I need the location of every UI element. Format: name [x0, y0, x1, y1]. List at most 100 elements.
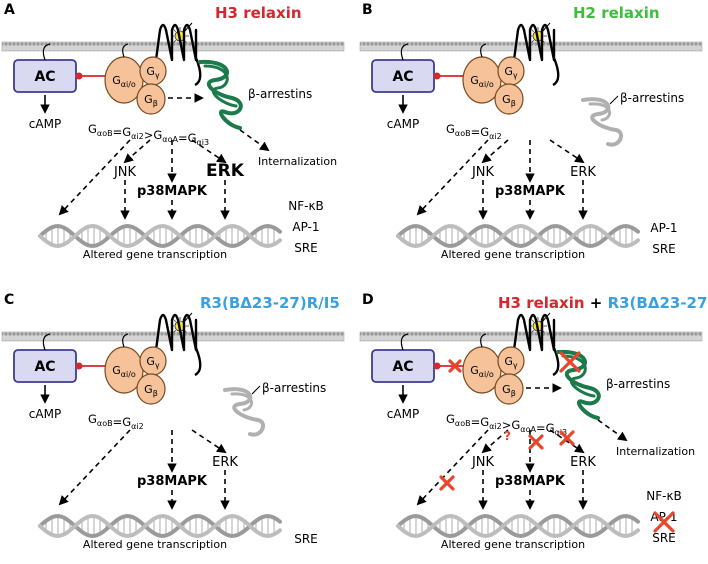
g-subtype-relation: GαoB=Gαi2 [88, 412, 144, 431]
question-mark: ? [504, 429, 511, 443]
receptor-rxfp3 [154, 23, 202, 87]
g-membrane-link [122, 43, 129, 58]
arrestin-label: β-arrestins [262, 381, 326, 395]
kinase-p38mapk: p38MAPK [137, 474, 208, 489]
beta-arrestin-shape [588, 102, 612, 122]
dna-strand [38, 513, 282, 539]
erk-block-x [559, 430, 575, 446]
transcription-factor: AP-1 [650, 221, 677, 235]
ac-label: AC [392, 359, 413, 375]
dna-helix [396, 223, 640, 249]
kinase-erk: ERK [206, 161, 245, 181]
to-dna-arrow [58, 429, 131, 506]
g-alpha-label: Gαi/o [470, 74, 494, 89]
gene-transcription-label: Altered gene transcription [83, 538, 227, 551]
g-membrane-link [480, 43, 487, 58]
g-beta-subunit [494, 83, 524, 115]
g-beta-label: Gβ [144, 93, 158, 108]
beta-arrestin-shape [198, 59, 243, 130]
kinase-jnk: JNK [471, 165, 495, 180]
to-dna-arrow [416, 139, 489, 216]
gene-transcription-label: Altered gene transcription [441, 538, 585, 551]
ligand-name: H3 relaxin [215, 4, 302, 22]
dna-strand [38, 223, 282, 249]
inhibition-end [75, 72, 83, 80]
g-beta-subunit [494, 373, 524, 405]
kinase-jnk: JNK [471, 455, 495, 470]
ac-label: AC [34, 69, 55, 85]
kinase-p38mapk: p38MAPK [495, 474, 566, 489]
kinase-p38mapk: p38MAPK [137, 184, 208, 199]
ligand-title: R3(BΔ23-27)R/I5 [200, 294, 340, 312]
internalization-arrow [239, 129, 270, 152]
g-gamma-label: Gγ [504, 355, 518, 370]
to-kinase-arrow [549, 139, 585, 164]
dna-helix [396, 513, 640, 539]
beta-arrestin-shape [230, 392, 254, 412]
arrestin-pointer [609, 95, 619, 105]
internalization-label: Internalization [616, 445, 695, 458]
g-subtype-relation: GαoB=Gαi2 [446, 122, 502, 141]
transcription-factor: SRE [294, 532, 318, 546]
g-beta-label: Gβ [144, 383, 158, 398]
kinase-erk: ERK [570, 455, 596, 470]
inhibition-end [75, 362, 83, 370]
receptor-rxfp3 [512, 313, 560, 377]
transcription-factor: SRE [652, 531, 676, 545]
kinase-erk: ERK [212, 455, 238, 470]
to-dna-arrow [58, 139, 131, 216]
arrestin-label: β-arrestins [620, 91, 684, 105]
camp-label: cAMP [29, 117, 61, 131]
transcription-factor: AP-1 [292, 220, 319, 234]
transcription-factor: NF-κB [288, 199, 324, 213]
p38-block-x [528, 434, 544, 450]
arrestin-label: β-arrestins [248, 87, 312, 101]
g-beta-label: Gβ [502, 383, 516, 398]
beta-arrestin-shape [203, 64, 238, 108]
kinase-p38mapk: p38MAPK [495, 184, 566, 199]
ligand-name: R3(BΔ23-27)R/I5 [200, 294, 340, 312]
camp-label: cAMP [29, 407, 61, 421]
dna-helix [38, 513, 282, 539]
beta-arrestin-shape [561, 354, 596, 398]
gene-transcription-label: Altered gene transcription [441, 248, 585, 261]
beta-arrestin-shape [581, 97, 624, 147]
receptor-rxfp3 [154, 313, 202, 377]
gene-transcription-label: Altered gene transcription [83, 248, 227, 261]
ligand-name: R3(BΔ23-27)R/I5 [608, 294, 708, 312]
to-kinase-arrow [191, 139, 227, 164]
g-gamma-label: Gγ [146, 65, 160, 80]
g-alpha-label: Gαi/o [470, 364, 494, 379]
g-alpha-label: Gαi/o [112, 74, 136, 89]
ac-membrane-link [42, 333, 51, 351]
camp-label: cAMP [387, 407, 419, 421]
dna-strand [38, 513, 282, 539]
dna-helix [38, 223, 282, 249]
ac-label: AC [34, 359, 55, 375]
camp-label: cAMP [387, 117, 419, 131]
g-subtype-relation: GαoB=Gαi2>GαoA=Gαi3 [88, 122, 209, 147]
beta-arrestin-shape [556, 349, 601, 420]
receptor-rxfp3 [512, 23, 560, 87]
ac-label: AC [392, 69, 413, 85]
ligand-name: H3 relaxin [498, 294, 585, 312]
panel-letter: B [362, 2, 373, 18]
internalization-arrow [597, 419, 628, 442]
transcription-factor: SRE [652, 242, 676, 256]
transcription-factor: NF-κB [646, 489, 682, 503]
g-membrane-link [122, 333, 129, 348]
g-alpha-label: Gαi/o [112, 364, 136, 379]
g-beta-label: Gβ [502, 93, 516, 108]
inhibition-end [433, 72, 441, 80]
internalization-label: Internalization [258, 155, 337, 168]
dna-strand [38, 223, 282, 249]
ligand-title: H3 relaxin + R3(BΔ23-27)R/I5 [498, 294, 708, 312]
ac-inhibition-block-x [448, 359, 462, 373]
to-kinase-arrow [123, 139, 151, 164]
kinase-erk: ERK [570, 165, 596, 180]
ac-membrane-link [400, 333, 409, 351]
ap1-block-x [653, 511, 675, 533]
